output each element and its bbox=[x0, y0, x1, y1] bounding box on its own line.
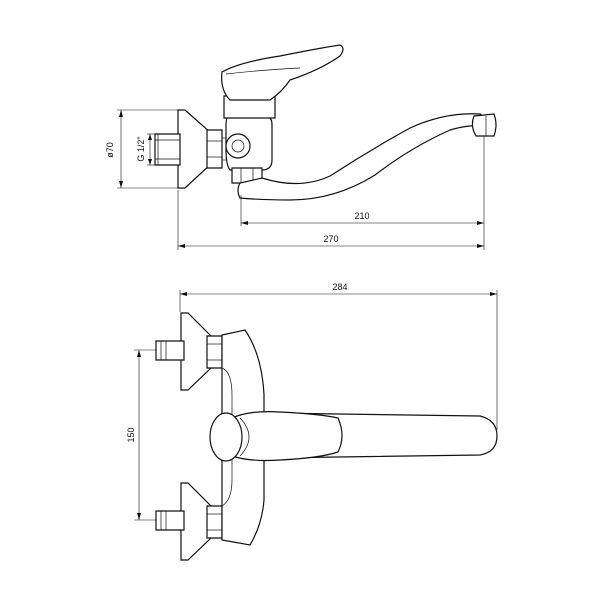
upper-hex-nut bbox=[206, 335, 223, 369]
dim-spacing-label: 150 bbox=[126, 427, 136, 442]
dim-reach-label: 210 bbox=[354, 211, 369, 221]
dim-length-label: 270 bbox=[323, 234, 338, 244]
lever-handle-top bbox=[231, 411, 343, 462]
hex-nut bbox=[206, 129, 223, 169]
dim-thread-label: G 1/2" bbox=[136, 136, 146, 161]
dim-width-label: 284 bbox=[332, 282, 347, 292]
upper-thread-stub bbox=[155, 340, 185, 361]
swivel-joint bbox=[225, 133, 251, 159]
lower-thread-stub bbox=[155, 510, 185, 531]
cartridge-cap-top bbox=[209, 412, 243, 462]
lever-handle bbox=[221, 44, 344, 101]
side-view: ø70 G 1/2" 210 270 bbox=[105, 44, 497, 250]
lower-hex-nut bbox=[206, 505, 223, 539]
thread-stub bbox=[154, 133, 181, 166]
top-view: 284 150 bbox=[126, 282, 498, 561]
wall-flange bbox=[177, 109, 212, 189]
aerator bbox=[471, 113, 497, 137]
spout bbox=[237, 113, 489, 201]
dim-diameter-label: ø70 bbox=[105, 142, 115, 158]
